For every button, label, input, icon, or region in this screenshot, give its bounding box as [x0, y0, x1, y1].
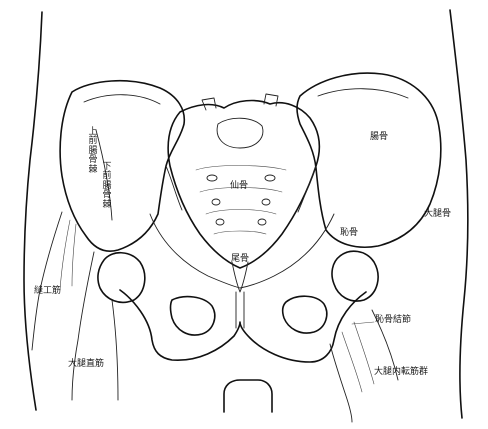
label-femur: 大腿骨	[424, 210, 451, 219]
label-adductors: 大腿内転筋群	[374, 368, 428, 377]
right-ilium	[297, 73, 441, 247]
left-sartorius	[32, 212, 62, 350]
label-sartorius: 縫工筋	[34, 287, 61, 296]
left-acetabulum	[98, 253, 145, 303]
right-obturator-foramen	[283, 296, 327, 333]
label-sacrum: 仙骨	[230, 182, 248, 191]
label-pubic-tubercle: 恥骨結節	[375, 316, 411, 325]
label-aiis: 下前腸骨棘	[102, 163, 112, 210]
lower-center-outline	[224, 380, 272, 412]
left-rectus-femoris	[72, 252, 94, 400]
left-body-outline	[24, 12, 42, 410]
label-pubis: 恥骨	[340, 229, 358, 238]
right-acetabulum	[332, 251, 378, 301]
label-rectus-femoris: 大腿直筋	[68, 360, 104, 369]
left-obturator-foramen	[171, 297, 215, 335]
right-adductors	[330, 344, 352, 422]
right-body-outline	[450, 10, 468, 418]
label-coccyx: 尾骨	[231, 255, 249, 264]
label-asis: 上前腸骨棘	[88, 128, 98, 175]
pubic-arch	[120, 290, 366, 362]
label-ilium: 腸骨	[370, 133, 388, 142]
